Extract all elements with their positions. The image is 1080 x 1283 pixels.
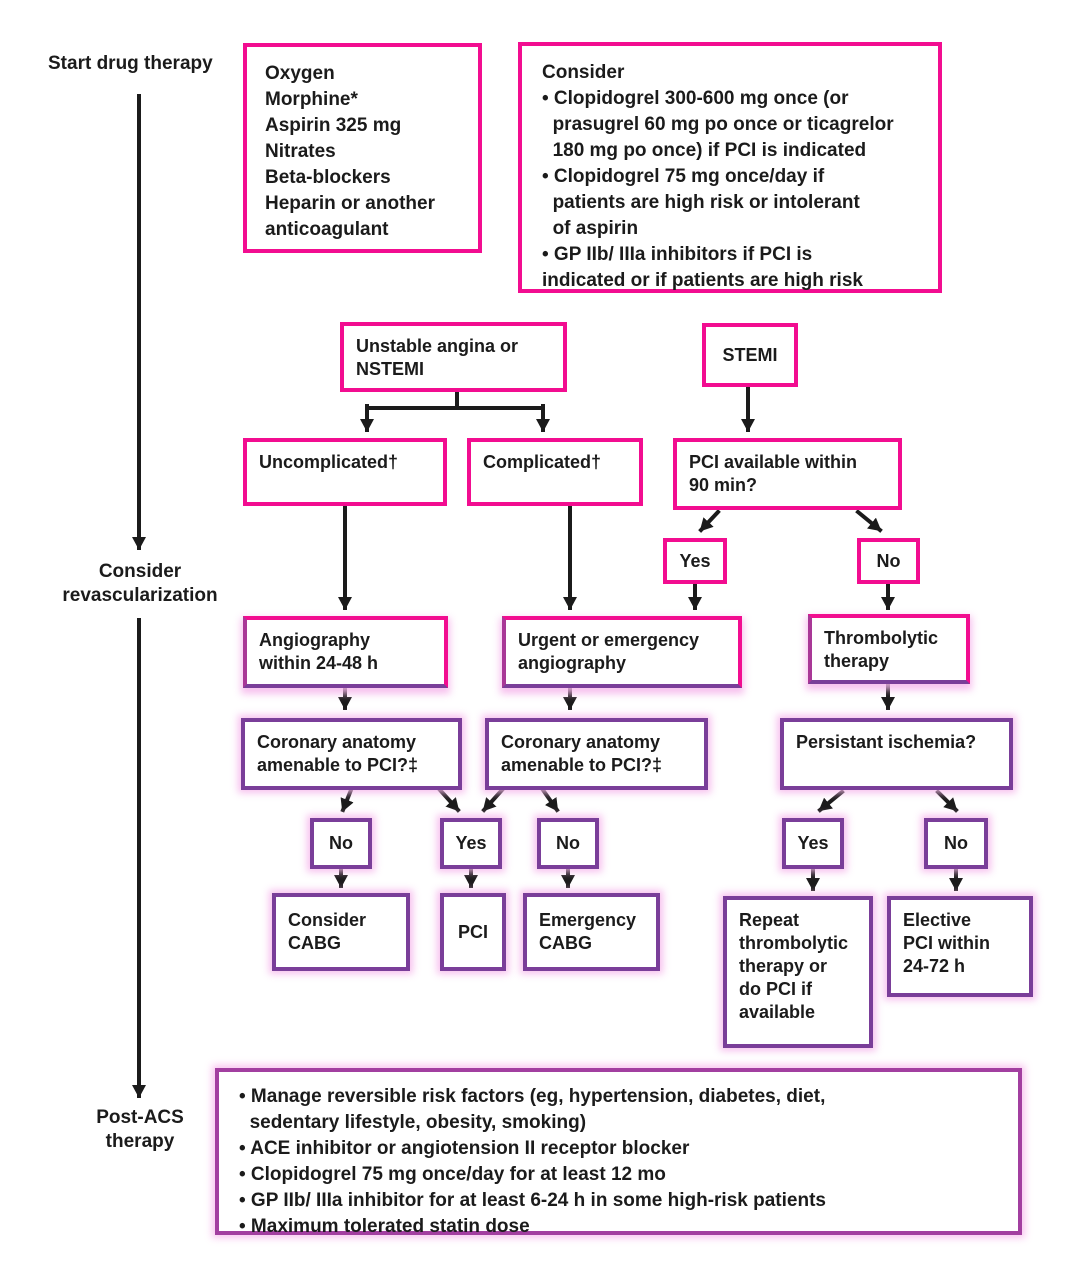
- node-pci-available-90-min: PCI available within 90 min?: [673, 438, 902, 510]
- node-angiography-24-48h: Angiography within 24-48 h: [243, 616, 448, 688]
- node-emergency-cabg: Emergency CABG: [523, 893, 660, 971]
- node-uncomplicated: Uncomplicated†: [243, 438, 447, 506]
- node-unstable-angina-nstemi: Unstable angina or NSTEMI: [340, 322, 567, 392]
- node-urgent-emergency-angiography: Urgent or emergency angiography: [502, 616, 742, 688]
- node-no-pci-available: No: [857, 538, 920, 584]
- box-initial-drug-therapy: Oxygen Morphine* Aspirin 325 mg Nitrates…: [243, 43, 482, 253]
- node-thrombolytic-therapy: Thrombolytic therapy: [808, 614, 970, 684]
- label-start-drug-therapy: Start drug therapy: [48, 53, 213, 74]
- label-post-acs-therapy: Post-ACS therapy: [96, 1107, 184, 1152]
- node-no-emergency-cabg: No: [537, 818, 599, 869]
- node-stemi: STEMI: [702, 323, 798, 387]
- box-consider-antiplatelets: Consider • Clopidogrel 300-600 mg once (…: [518, 42, 942, 293]
- node-yes-pci-available: Yes: [663, 538, 727, 584]
- node-yes-pci: Yes: [440, 818, 502, 869]
- box-post-acs-therapy: • Manage reversible risk factors (eg, hy…: [215, 1068, 1022, 1237]
- node-elective-pci: Elective PCI within 24-72 h: [887, 896, 1033, 997]
- node-pci: PCI: [440, 893, 506, 971]
- node-yes-ischemia: Yes: [782, 818, 844, 869]
- node-no-ischemia: No: [924, 818, 988, 869]
- label-consider-revascularization: Consider revascularization: [62, 561, 218, 606]
- node-persistant-ischemia: Persistant ischemia?: [780, 718, 1013, 790]
- node-repeat-thrombolytic: Repeat thrombolytic therapy or do PCI if…: [723, 896, 873, 1048]
- node-consider-cabg: Consider CABG: [272, 893, 410, 971]
- node-complicated: Complicated†: [467, 438, 643, 506]
- node-coronary-anatomy-left: Coronary anatomy amenable to PCI?‡: [241, 718, 462, 790]
- node-coronary-anatomy-right: Coronary anatomy amenable to PCI?‡: [485, 718, 708, 790]
- node-no-consider-cabg: No: [310, 818, 372, 869]
